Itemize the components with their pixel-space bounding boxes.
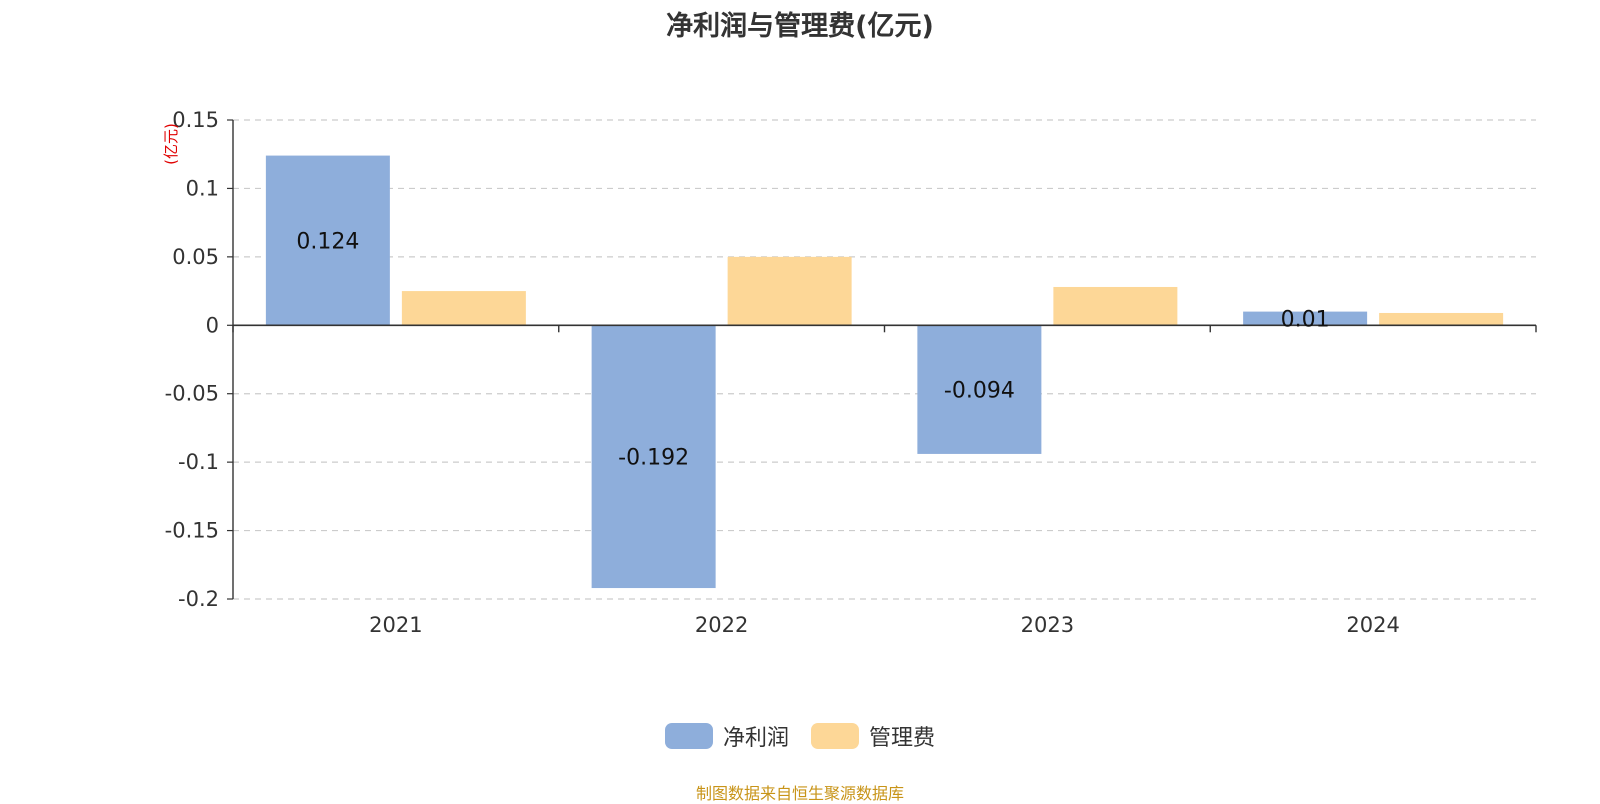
data-label: 0.01 bbox=[1281, 307, 1330, 332]
legend: 净利润 管理费 bbox=[0, 720, 1600, 752]
bar-net-profit bbox=[917, 325, 1042, 454]
legend-item-admin-expense[interactable]: 管理费 bbox=[811, 720, 935, 752]
data-label: 0.124 bbox=[296, 229, 359, 254]
bar-admin-expense bbox=[401, 291, 526, 326]
axes: 0.15 0.1 0.05 0 -0.05 -0.1 -0.15 -0.2 (亿元) 2021 20… bbox=[162, 108, 1537, 637]
y-tick-label: 0.1 bbox=[186, 176, 219, 200]
legend-label-admin-expense: 管理费 bbox=[869, 726, 936, 751]
y-tick-label: 0.05 bbox=[172, 245, 219, 269]
x-tick-label: 2022 bbox=[695, 613, 748, 637]
chart-title: 净利润与管理费(亿元) bbox=[666, 11, 934, 42]
legend-item-net-profit[interactable]: 净利润 bbox=[664, 720, 789, 752]
data-labels: 0.124 -0.192 -0.094 0.01 bbox=[296, 229, 1329, 470]
legend-swatch-admin-expense bbox=[811, 723, 859, 749]
legend-label-net-profit: 净利润 bbox=[722, 726, 789, 751]
bar-admin-expense bbox=[727, 256, 852, 326]
grid-lines bbox=[233, 119, 1536, 600]
bar-admin-expense bbox=[1379, 312, 1504, 326]
bar-admin-expense bbox=[1053, 286, 1178, 326]
x-tick-label: 2021 bbox=[369, 613, 422, 637]
bar-net-profit bbox=[591, 325, 716, 589]
data-label: -0.192 bbox=[618, 446, 689, 471]
y-tick-label: -0.05 bbox=[165, 382, 219, 406]
y-tick-label: -0.1 bbox=[178, 450, 219, 474]
y-tick-label: 0.15 bbox=[172, 108, 219, 132]
data-label: -0.094 bbox=[944, 379, 1015, 404]
bars bbox=[265, 155, 1504, 589]
y-tick-label: -0.2 bbox=[178, 587, 219, 611]
x-tick-label: 2023 bbox=[1021, 613, 1074, 637]
bar-net-profit bbox=[1243, 311, 1368, 326]
bar-net-profit bbox=[265, 155, 390, 326]
legend-swatch-net-profit bbox=[664, 723, 713, 749]
y-tick-label: -0.15 bbox=[165, 519, 219, 543]
y-axis-label: (亿元) bbox=[162, 123, 180, 165]
x-tick-label: 2024 bbox=[1346, 613, 1399, 637]
y-tick-label: 0 bbox=[206, 313, 219, 337]
source-note: 制图数据来自恒生聚源数据库 bbox=[695, 784, 904, 803]
